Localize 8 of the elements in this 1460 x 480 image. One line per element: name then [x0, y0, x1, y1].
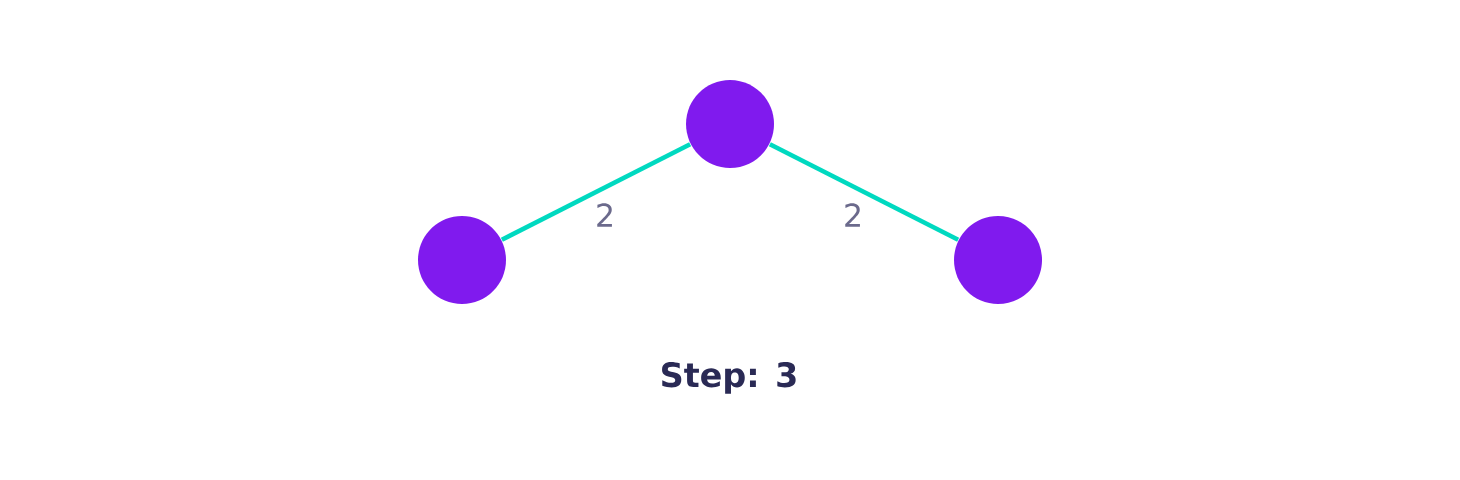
circle-node [954, 216, 1042, 304]
connector-line [768, 142, 960, 242]
step-label: Step: 3 [662, 362, 796, 394]
connector-line [500, 142, 692, 242]
circle-node [686, 80, 774, 168]
circle-node [418, 216, 506, 304]
edge-label: 2 [839, 199, 867, 231]
edge-label: 2 [591, 199, 619, 231]
